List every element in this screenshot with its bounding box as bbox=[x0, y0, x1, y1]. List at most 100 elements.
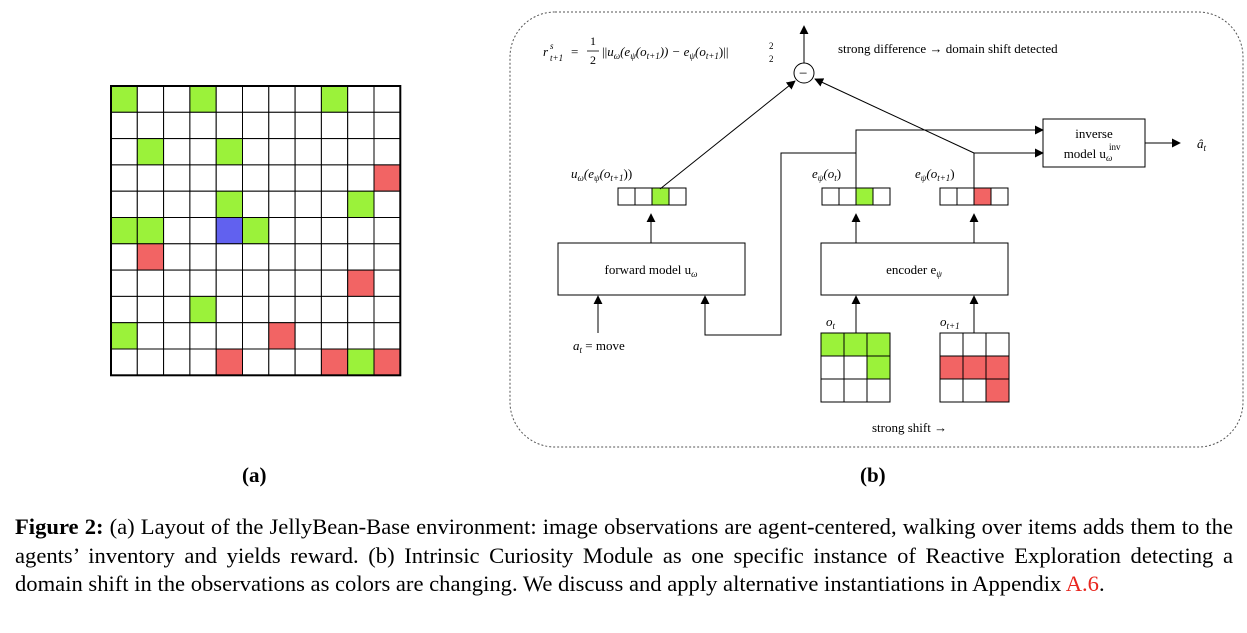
grid-cell bbox=[110, 138, 138, 166]
grid-cell bbox=[347, 295, 375, 324]
svg-text:||uω(eψ(ot+1)) − eψ(ot+1)||: ||uω(eψ(ot+1)) − eψ(ot+1)|| bbox=[602, 44, 728, 61]
vector-cell bbox=[651, 187, 670, 206]
observation-cell bbox=[820, 332, 845, 357]
grid-cell bbox=[189, 164, 217, 192]
obs-t-label: ot bbox=[826, 314, 836, 331]
grid-cell bbox=[320, 295, 349, 324]
grid-cell bbox=[373, 348, 401, 376]
observation-cell bbox=[962, 332, 987, 357]
grid-cell bbox=[320, 322, 349, 350]
panel-a-label: (a) bbox=[242, 463, 267, 487]
svg-text:inverse: inverse bbox=[1075, 126, 1113, 141]
observation-cell bbox=[866, 355, 891, 380]
grid-cell bbox=[294, 295, 322, 324]
grid-cell bbox=[163, 243, 191, 271]
grid-cell bbox=[215, 190, 243, 218]
grid-cell bbox=[347, 348, 375, 376]
appendix-link[interactable]: A.6 bbox=[1065, 571, 1099, 596]
vector-cell bbox=[973, 187, 992, 206]
grid-cell bbox=[347, 269, 375, 297]
grid-cell bbox=[294, 243, 322, 271]
grid-cell bbox=[242, 243, 270, 271]
grid-cell bbox=[110, 111, 138, 140]
grid-cell bbox=[110, 164, 138, 192]
grid-cell bbox=[136, 85, 165, 113]
grid-cell bbox=[163, 217, 191, 245]
grid-cell bbox=[242, 322, 270, 350]
observation-cell bbox=[866, 378, 891, 403]
grid-cell bbox=[320, 85, 349, 113]
grid-cell bbox=[294, 111, 322, 140]
grid-cell bbox=[163, 190, 191, 218]
forward-model-box bbox=[557, 242, 746, 296]
grid-cell bbox=[242, 348, 270, 376]
grid-cell bbox=[268, 85, 296, 113]
grid-cell bbox=[268, 348, 296, 376]
vector-cell bbox=[668, 187, 687, 206]
observation-cell bbox=[866, 332, 891, 357]
grid-cell bbox=[373, 85, 401, 113]
grid-cell bbox=[268, 190, 296, 218]
grid-cell bbox=[242, 269, 270, 297]
svg-text:=: = bbox=[571, 44, 578, 59]
grid-cell bbox=[320, 269, 349, 297]
grid-cell bbox=[110, 348, 138, 376]
grid-cell bbox=[268, 269, 296, 297]
grid-cell bbox=[189, 85, 217, 113]
grid-cell bbox=[320, 217, 349, 245]
grid-cell bbox=[136, 243, 165, 271]
vector-cell bbox=[634, 187, 653, 206]
grid-cell bbox=[347, 322, 375, 350]
grid-cell bbox=[189, 111, 217, 140]
grid-cell bbox=[136, 111, 165, 140]
action-label: at = move bbox=[573, 338, 625, 355]
grid-cell bbox=[163, 164, 191, 192]
observation-cell bbox=[843, 332, 868, 357]
grid-cell bbox=[189, 138, 217, 166]
icm-container bbox=[509, 11, 1244, 448]
grid-cell bbox=[163, 348, 191, 376]
grid-cell bbox=[163, 138, 191, 166]
grid-cell bbox=[215, 138, 243, 166]
grid-cell bbox=[347, 190, 375, 218]
svg-text:2: 2 bbox=[769, 41, 774, 51]
vector-cell bbox=[821, 187, 840, 206]
observation-cell bbox=[939, 355, 964, 380]
vector-cell bbox=[617, 187, 636, 206]
grid-cell bbox=[320, 243, 349, 271]
encoding-t-vector bbox=[821, 187, 891, 206]
grid-cell bbox=[320, 190, 349, 218]
grid-cell bbox=[189, 295, 217, 324]
observation-cell bbox=[985, 332, 1010, 357]
encoding-t1-label: eψ(ot+1) bbox=[915, 166, 955, 183]
grid-cell bbox=[110, 243, 138, 271]
vector-cell bbox=[855, 187, 874, 206]
grid-cell bbox=[215, 348, 243, 376]
grid-cell bbox=[347, 164, 375, 192]
grid-cell bbox=[268, 111, 296, 140]
jellybean-grid bbox=[110, 85, 402, 377]
grid-cell bbox=[110, 269, 138, 297]
grid-cell bbox=[242, 295, 270, 324]
grid-cell bbox=[294, 85, 322, 113]
caption-head: Figure 2: bbox=[15, 514, 104, 539]
observation-t-grid bbox=[820, 332, 891, 403]
encoder-box bbox=[820, 242, 1009, 296]
reward-formula: r s t+1 = 1 2 ||uω(eψ(ot+1)) − eψ(ot+1)|… bbox=[543, 34, 774, 67]
grid-cell bbox=[294, 322, 322, 350]
grid-cell bbox=[268, 295, 296, 324]
svg-text:1: 1 bbox=[590, 34, 596, 48]
svg-text:r: r bbox=[543, 44, 549, 59]
observation-cell bbox=[843, 378, 868, 403]
grid-cell bbox=[294, 269, 322, 297]
observation-cell bbox=[843, 355, 868, 380]
grid-cell bbox=[163, 322, 191, 350]
svg-text:encoder eψ: encoder eψ bbox=[886, 262, 942, 279]
grid-cell bbox=[373, 111, 401, 140]
grid-cell bbox=[242, 190, 270, 218]
grid-cell bbox=[294, 348, 322, 376]
grid-cell bbox=[373, 295, 401, 324]
grid-cell bbox=[136, 295, 165, 324]
grid-cell bbox=[294, 217, 322, 245]
grid-cell bbox=[294, 138, 322, 166]
